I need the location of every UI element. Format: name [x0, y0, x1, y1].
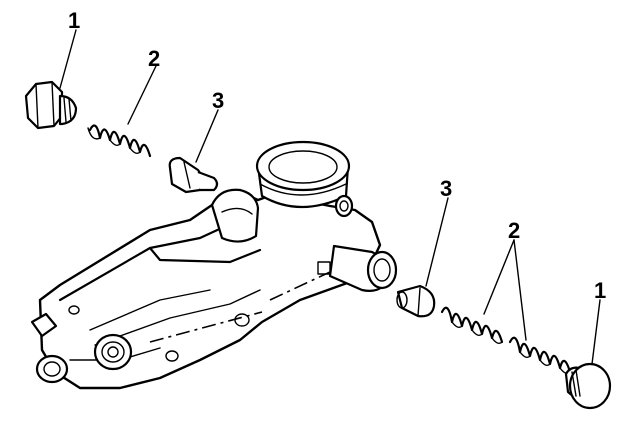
leader-lines [59, 29, 601, 365]
callout-left-valve: 3 [212, 88, 224, 113]
callout-right-springs: 2 [508, 218, 520, 243]
right-plug [564, 362, 612, 410]
right-spring-lower [508, 336, 572, 375]
callout-left-spring: 2 [148, 46, 160, 71]
left-valve [168, 156, 219, 194]
callout-left-plug: 1 [68, 8, 80, 33]
right-spring-upper [440, 306, 504, 345]
left-spring [87, 124, 152, 158]
left-plug [24, 80, 78, 130]
right-valve [396, 284, 436, 318]
callout-right-valve: 3 [440, 176, 452, 201]
valve-housing [30, 140, 398, 390]
callout-right-plug: 1 [594, 278, 606, 303]
